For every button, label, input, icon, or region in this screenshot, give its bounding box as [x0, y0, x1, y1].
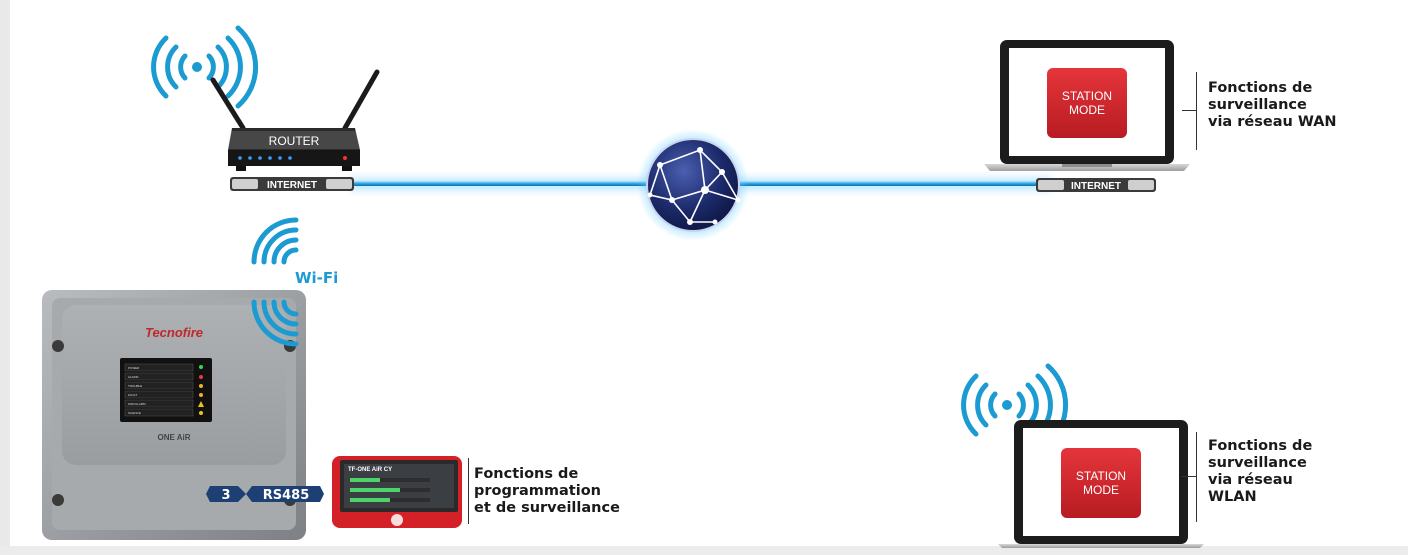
station-mode-button-wlan[interactable] [1061, 448, 1141, 518]
station-mode-line1-wlan: STATION [1076, 469, 1126, 483]
hmi-title: TF-ONE AiR CY [348, 467, 392, 473]
svg-text:ALARM: ALARM [128, 375, 139, 379]
router: ROUTER INTERNET [151, 25, 380, 191]
bottom-border [0, 546, 1408, 555]
model-label: ONE AiR [157, 433, 190, 442]
caption-bracket-wan [1196, 72, 1197, 150]
svg-text:POWER: POWER [128, 366, 140, 370]
caption-wlan: Fonctions de surveillance via réseau WLA… [1208, 438, 1313, 505]
wifi-label: Wi-Fi [295, 269, 338, 287]
caption-wan: Fonctions de surveillance via réseau WAN [1208, 80, 1337, 130]
caption-bracket-wlan [1196, 432, 1197, 522]
laptop-wlan: STATION MODE [961, 363, 1204, 548]
caption-bracket-hmi [468, 458, 469, 524]
router-plug-label: INTERNET [267, 180, 317, 191]
internet-globe-icon [637, 129, 749, 241]
station-mode-line2-wan: MODE [1069, 103, 1105, 117]
svg-text:TROUBLE: TROUBLE [128, 384, 142, 388]
router-label: ROUTER [269, 134, 320, 148]
station-mode-line1-wan: STATION [1062, 89, 1112, 103]
svg-text:WIFI/ALARM: WIFI/ALARM [128, 402, 146, 406]
caption-hmi: Fonctions de programmation et de surveil… [474, 466, 620, 516]
left-border [0, 0, 10, 555]
connector-number: 3 [221, 488, 230, 503]
connector-label: RS485 [263, 488, 310, 503]
laptop-wan: STATION MODE INTERNET [984, 40, 1190, 192]
controller-wifi-icon [251, 217, 299, 347]
station-mode-button-wan[interactable] [1047, 68, 1127, 138]
svg-text:SILENCE: SILENCE [128, 411, 141, 415]
laptop-plug-label: INTERNET [1071, 181, 1121, 192]
svg-text:FAULT: FAULT [128, 393, 137, 397]
hmi-device: TF-ONE AiR CY [332, 456, 462, 528]
station-mode-line2-wlan: MODE [1083, 483, 1119, 497]
router-wifi-icon [151, 25, 259, 109]
controller-unit: Tecnofire POWER ALARM TROUBLE FAULT WIFI… [42, 217, 338, 540]
rs485-connector: 3 RS485 [206, 486, 324, 503]
status-panel: POWER ALARM TROUBLE FAULT WIFI/ALARM SIL… [124, 363, 204, 417]
brand-logo: Tecnofire [145, 325, 203, 340]
